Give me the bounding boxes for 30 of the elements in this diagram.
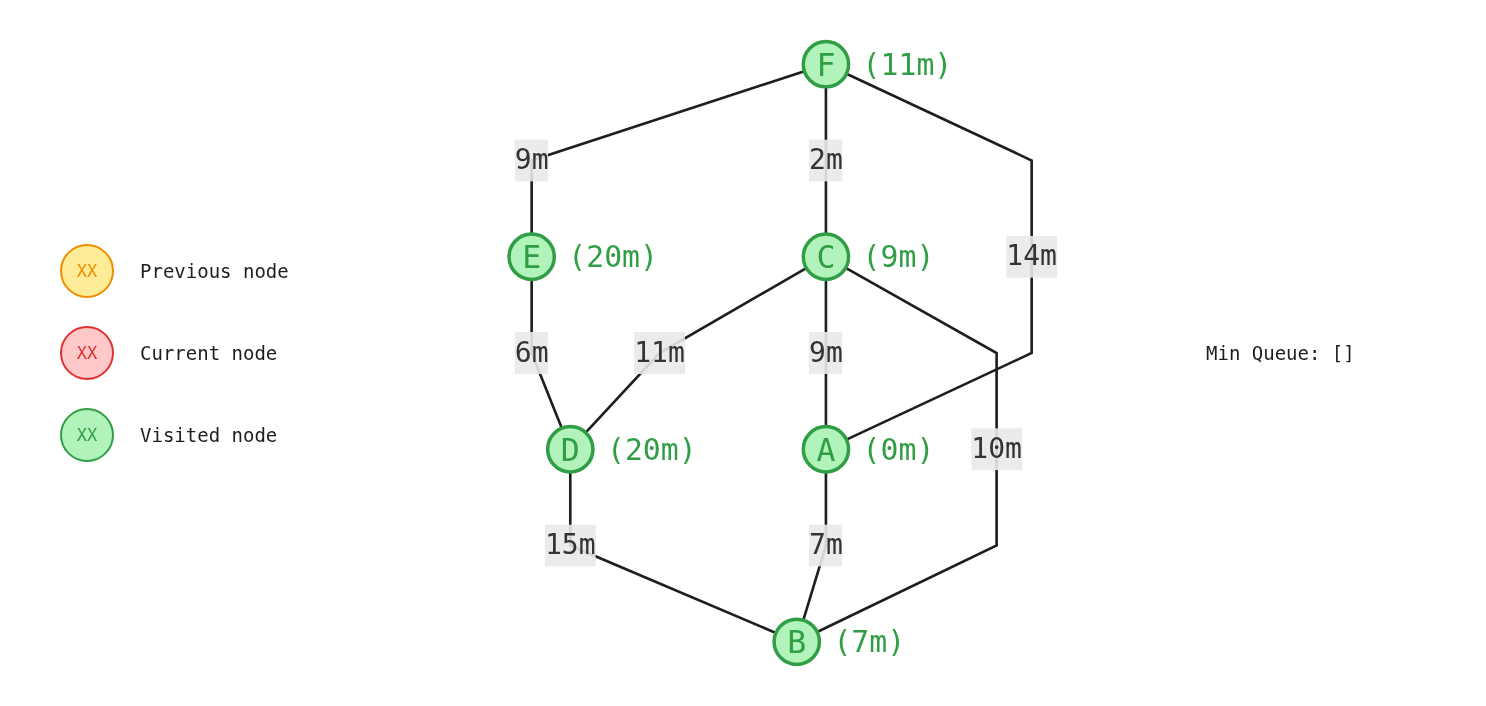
edge-label: 10m [971,431,1022,466]
edge-label: 2m [809,142,843,177]
node-circle: D [545,424,595,474]
edge-label: 11m [634,335,685,369]
legend-label: Previous node [140,260,289,282]
distance-label: (20m) [568,239,658,275]
distance-label: (11m) [862,46,953,82]
edge-label: 9m [514,142,549,177]
connector [530,70,805,235]
edge-label: 9m [809,335,843,369]
distance-label: (0m) [862,431,935,467]
distance-label: (9m) [862,239,935,275]
node-circle: B [772,617,822,667]
legend-swatch: XX [60,244,114,298]
edge-label: 6m [514,335,549,369]
legend-swatch: XX [60,408,114,462]
connector [584,266,807,434]
edge-label: 7m [809,528,843,562]
note-text: Min Queue: [] [1206,342,1356,364]
legend-label: Current node [140,342,278,364]
node-circle: F [801,39,851,89]
distance-label: (7m) [833,624,906,660]
legend-swatch: XX [60,326,114,380]
distance-label: (20m) [606,431,697,467]
legend-label: Visited node [140,424,278,446]
node-circle: E [507,232,557,282]
node-circle: A [801,424,851,474]
edge-label: 14m [1006,239,1057,273]
edge-label: 15m [544,528,596,562]
node-circle: C [801,232,851,282]
